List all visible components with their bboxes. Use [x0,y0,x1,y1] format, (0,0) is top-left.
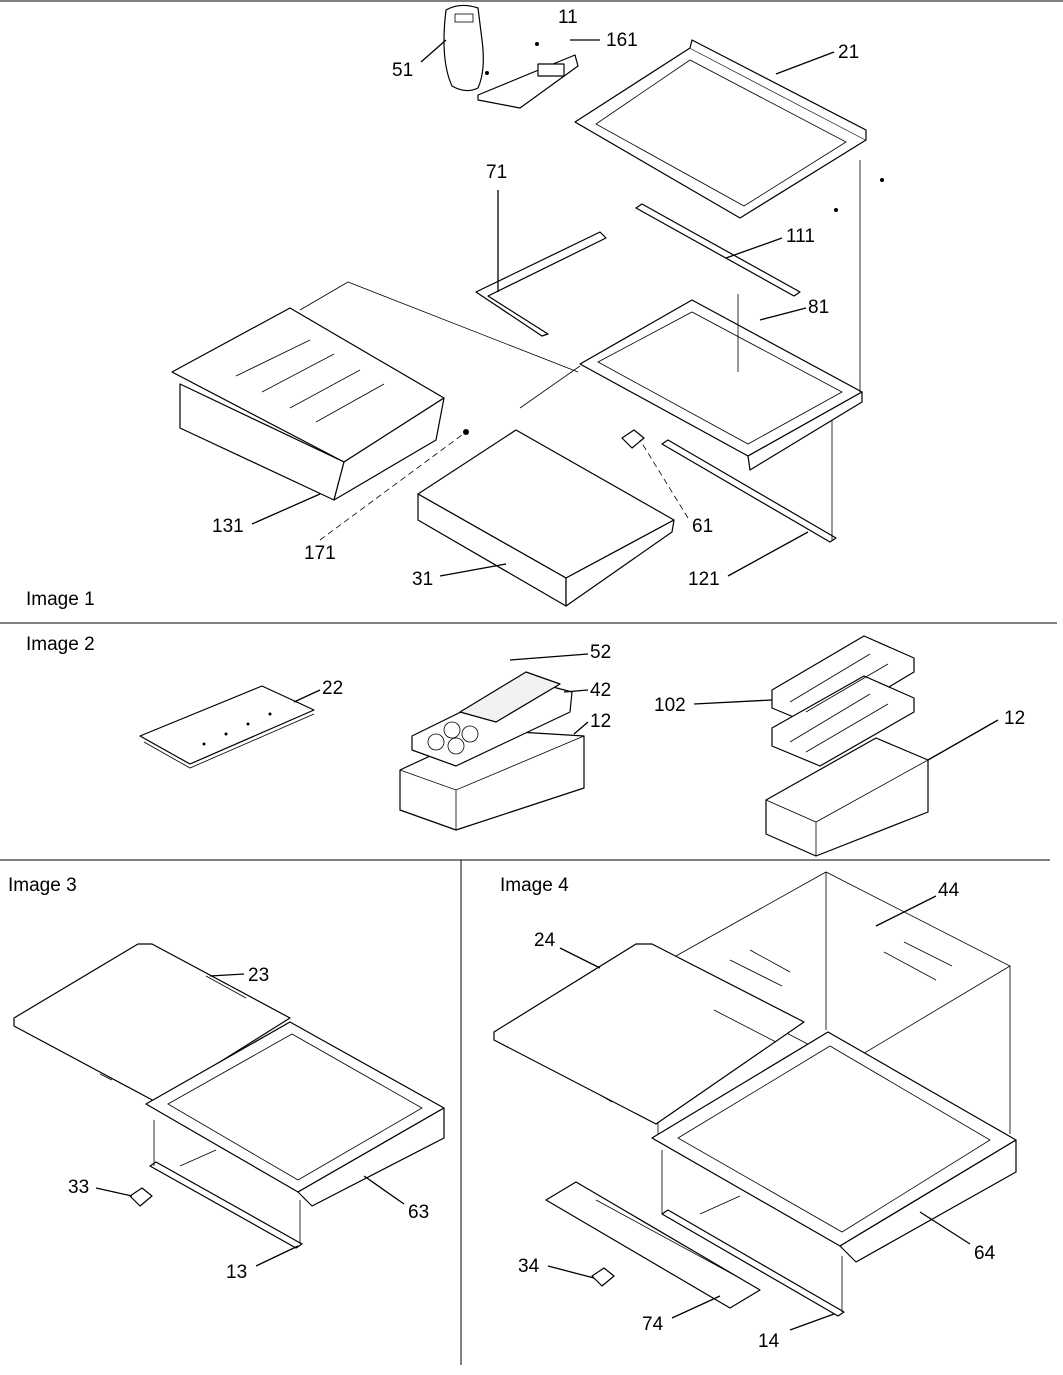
callout-21: 21 [838,42,859,63]
image2-callouts: 22 52 42 12 102 12 [322,642,1025,732]
image3-callouts: 23 33 63 13 [68,965,429,1283]
image2-leaders [293,653,999,761]
callout-13: 13 [226,1262,247,1283]
part-51-cover [443,4,484,92]
section-title-image1: Image 1 [26,589,95,610]
callout-12-right: 12 [1004,708,1025,729]
callout-111: 111 [786,226,815,247]
part-14-strip [661,1209,845,1317]
callout-61: 61 [692,516,713,537]
callout-42: 42 [590,680,611,701]
callout-102: 102 [654,695,686,716]
callout-33: 33 [68,1177,89,1198]
part-131-drawer [171,307,445,501]
part-71-rail [475,231,607,337]
part-61-clip [621,429,645,449]
image1-parts [171,4,884,607]
callout-171: 171 [304,543,336,564]
part-63-frame [145,1021,445,1207]
section-title-image4: Image 4 [500,875,569,896]
callout-71: 71 [486,162,507,183]
image4-parts [493,871,1017,1317]
part-102-ice-trays [771,635,915,767]
section-title-image3: Image 3 [8,875,77,896]
part-12-bin-right [765,737,929,857]
callout-23: 23 [248,965,269,986]
image3-leaders [95,973,405,1267]
image4-leaders [547,895,971,1331]
callout-52: 52 [590,642,611,663]
callout-121: 121 [688,569,720,590]
part-11-bracket [477,42,579,109]
part-111-strip [635,203,801,297]
callout-51: 51 [392,60,413,81]
callout-161: 161 [606,30,638,51]
part-21-shelf [574,39,884,219]
image2-parts [139,635,929,857]
callout-22: 22 [322,678,343,699]
callout-11: 11 [558,7,578,28]
part-64-frame [651,1031,1017,1263]
part-74-cover [545,1181,761,1309]
callout-31: 31 [412,569,433,590]
part-81-frame [579,299,863,471]
callout-12-left: 12 [590,711,611,732]
part-34-clip [591,1267,615,1287]
callout-24: 24 [534,930,556,951]
part-52-cover [459,671,561,723]
part-31-pan [417,429,675,607]
part-24-glass [493,943,805,1125]
section-title-image2: Image 2 [26,634,95,655]
part-23-glass [13,943,291,1103]
image4-callouts: 24 44 34 64 74 14 [518,880,996,1352]
callout-81: 81 [808,297,829,318]
callout-63: 63 [408,1202,429,1223]
part-121-strip [661,439,837,543]
part-22-shelf [139,685,315,765]
callout-131: 131 [212,516,244,537]
callout-34: 34 [518,1256,540,1277]
callout-44: 44 [938,880,960,901]
callout-64: 64 [974,1243,996,1264]
part-33-clip [129,1187,153,1207]
callout-74: 74 [642,1314,664,1335]
image1-leaders [251,39,835,577]
image1-callouts: 11 161 51 21 71 111 81 131 171 31 61 121 [212,7,859,590]
image3-parts [13,943,445,1249]
callout-14: 14 [758,1331,780,1352]
